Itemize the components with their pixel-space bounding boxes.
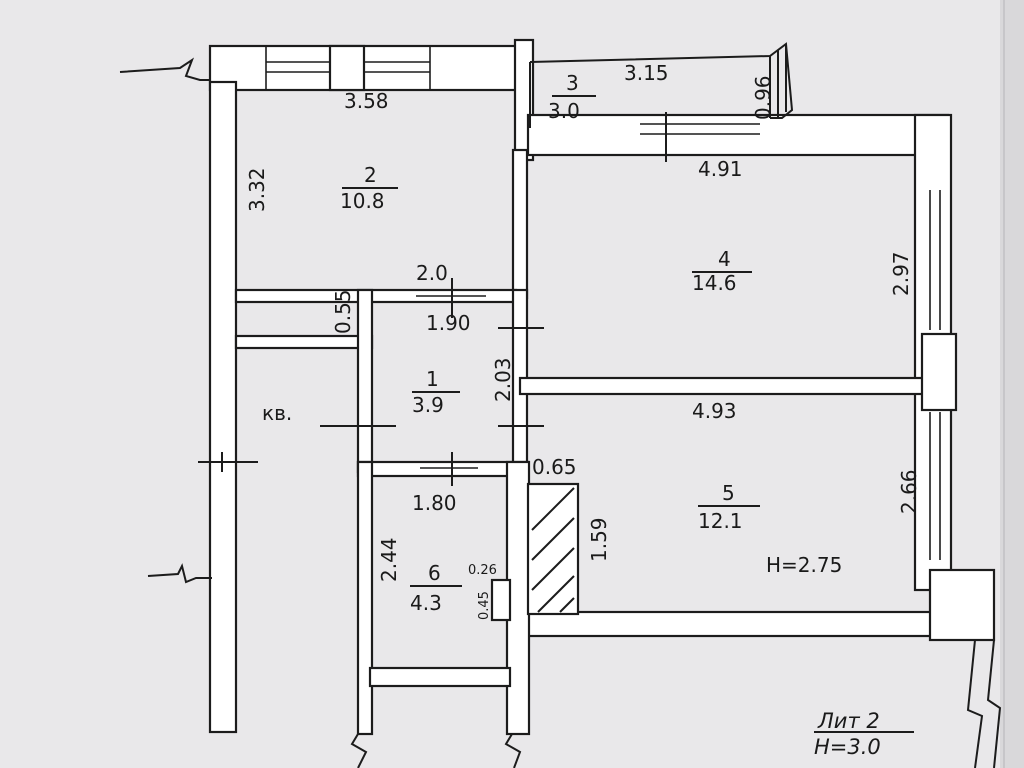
room-6-width: 1.80 bbox=[412, 491, 457, 515]
niche bbox=[490, 482, 580, 622]
interior-walls bbox=[234, 148, 932, 736]
room-2-depth: 3.32 bbox=[245, 167, 269, 212]
shaft-depth: 0.45 bbox=[477, 591, 492, 620]
apartment-label: кв. bbox=[262, 401, 292, 425]
outer-walls bbox=[208, 38, 996, 734]
room-3 bbox=[529, 42, 794, 128]
room-3-depth: 0.96 bbox=[751, 75, 775, 120]
room-5-area: 12.1 bbox=[698, 509, 743, 533]
wall-top-room4 bbox=[526, 113, 950, 157]
room-5-depth: 2.66 bbox=[897, 469, 921, 514]
room-1-area: 3.9 bbox=[412, 393, 444, 417]
room-5-number: 5 bbox=[722, 481, 735, 505]
bottom-lines bbox=[350, 639, 1002, 768]
room-3-width: 3.15 bbox=[624, 61, 669, 85]
room-3-area: 3.0 bbox=[548, 99, 580, 123]
shaft bbox=[490, 578, 512, 622]
room-2-width: 3.58 bbox=[344, 89, 389, 113]
room-6-depth: 2.44 bbox=[377, 537, 401, 582]
room-1-width: 1.90 bbox=[426, 311, 471, 335]
room4-top-wall-marks bbox=[640, 112, 760, 162]
break-lines bbox=[119, 57, 258, 584]
lit-label: Лит 2 bbox=[817, 709, 880, 733]
room-1-number: 1 bbox=[426, 367, 439, 391]
room-5-height: H=2.75 bbox=[766, 553, 842, 577]
wall-room2-room4 bbox=[511, 148, 529, 300]
wall-top-room2 bbox=[208, 44, 532, 92]
niche-depth: 1.59 bbox=[587, 517, 611, 562]
labels: 3 3.0 3.15 0.96 3.58 3.32 2 10.8 0.55 2.… bbox=[245, 61, 921, 759]
wall-corner-right bbox=[928, 568, 996, 642]
shaft-width: 0.26 bbox=[468, 563, 497, 578]
door-marks bbox=[320, 278, 544, 486]
room-4-depth: 2.97 bbox=[889, 251, 913, 296]
room-4-area: 14.6 bbox=[692, 271, 737, 295]
room-4-width: 4.91 bbox=[698, 157, 743, 181]
room-4-number: 4 bbox=[718, 247, 731, 271]
niche-width: 0.65 bbox=[532, 455, 577, 479]
room-2-area: 10.8 bbox=[340, 189, 385, 213]
pier-right bbox=[920, 332, 958, 412]
wall-lower-left bbox=[234, 334, 374, 350]
niche-box bbox=[526, 482, 580, 616]
building-height: H=3.0 bbox=[814, 735, 881, 759]
room-6-number: 6 bbox=[428, 561, 441, 585]
door-dim: 2.0 bbox=[416, 261, 448, 285]
wall-bottom-room5 bbox=[518, 610, 942, 638]
room-6-area: 4.3 bbox=[410, 591, 442, 615]
wall-room4-room5 bbox=[518, 376, 932, 396]
wall-room6-bottom bbox=[368, 666, 512, 688]
room-1-depth: 2.03 bbox=[491, 357, 515, 402]
wall-above-room6 bbox=[356, 460, 530, 478]
room-5-width: 4.93 bbox=[692, 399, 737, 423]
top-window-marks bbox=[265, 44, 431, 92]
room-2-lower-dim: 0.55 bbox=[331, 289, 355, 334]
right-window-marks bbox=[920, 190, 958, 560]
room-3-number: 3 bbox=[566, 71, 579, 95]
wall-left bbox=[208, 80, 238, 734]
wall-room1-left bbox=[356, 288, 374, 474]
wall-room6-left bbox=[356, 460, 374, 736]
room-2-number: 2 bbox=[364, 163, 377, 187]
